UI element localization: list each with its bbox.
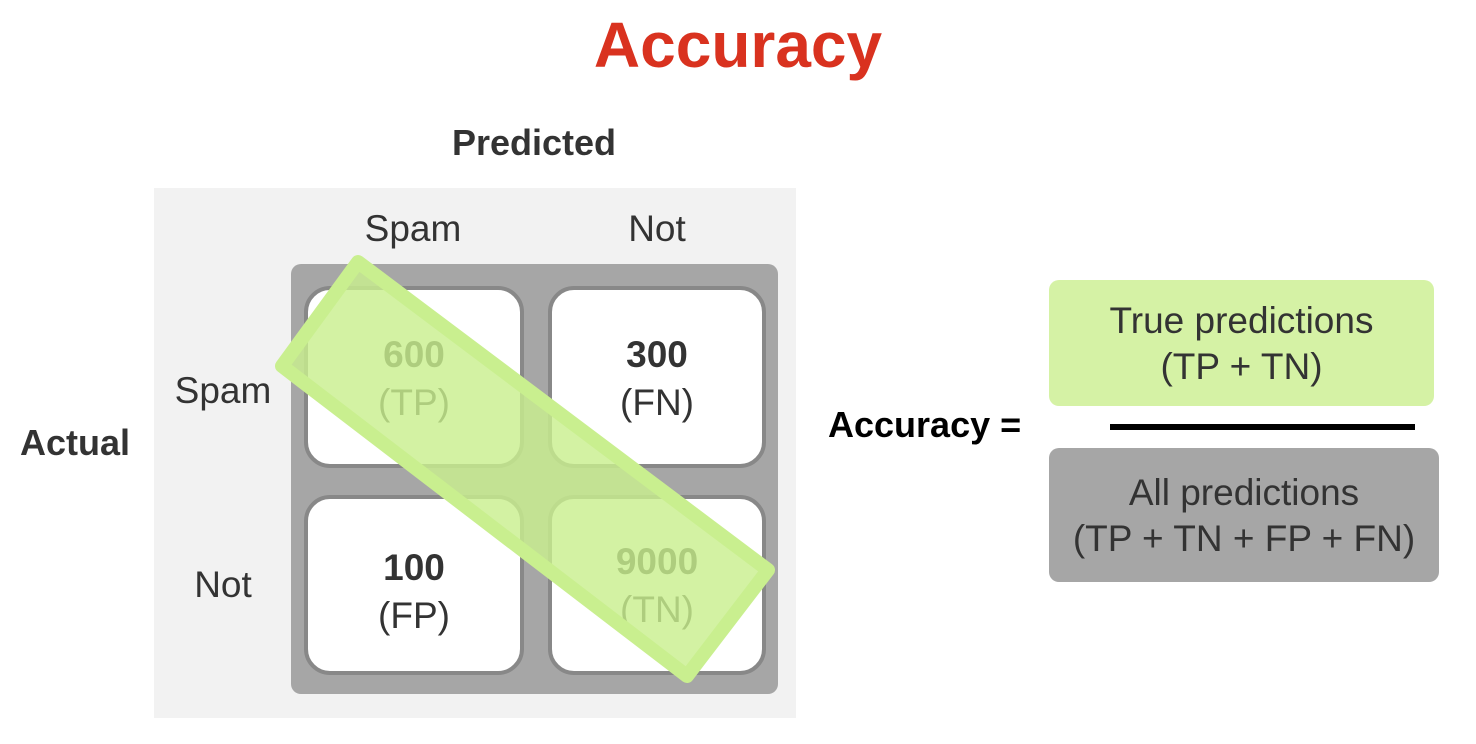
fraction-bar bbox=[1110, 424, 1415, 430]
cell-abbreviation: (TN) bbox=[620, 589, 694, 630]
denominator-text: All predictions bbox=[1128, 472, 1360, 513]
column-label-not: Not bbox=[628, 208, 686, 249]
cell-true-positive: 600 (TP) bbox=[304, 286, 524, 468]
denominator-expression: (TP + TN + FP + FN) bbox=[1072, 518, 1416, 559]
cell-abbreviation: (FN) bbox=[620, 382, 694, 423]
formula-denominator: All predictions (TP + TN + FP + FN) bbox=[1049, 448, 1439, 582]
cell-false-negative: 300 (FN) bbox=[548, 286, 766, 468]
accuracy-equals-label: Accuracy = bbox=[828, 404, 1022, 445]
predicted-axis-label: Predicted bbox=[451, 122, 617, 163]
cell-abbreviation: (TP) bbox=[378, 382, 450, 423]
cell-value: 300 bbox=[626, 334, 688, 375]
row-label-not: Not bbox=[194, 564, 252, 605]
cell-abbreviation: (FP) bbox=[378, 595, 450, 636]
numerator-text: True predictions bbox=[1109, 300, 1374, 341]
formula-numerator: True predictions (TP + TN) bbox=[1049, 280, 1434, 406]
column-label-spam: Spam bbox=[364, 208, 462, 249]
cell-value: 600 bbox=[383, 334, 445, 375]
cell-value: 100 bbox=[383, 547, 445, 588]
cell-value: 9000 bbox=[615, 541, 699, 582]
actual-axis-label: Actual bbox=[19, 422, 131, 463]
cell-false-positive: 100 (FP) bbox=[304, 495, 524, 675]
numerator-expression: (TP + TN) bbox=[1160, 346, 1323, 387]
page-title: Accuracy bbox=[593, 9, 883, 81]
cell-true-negative: 9000 (TN) bbox=[548, 495, 766, 675]
row-label-spam: Spam bbox=[174, 370, 272, 411]
